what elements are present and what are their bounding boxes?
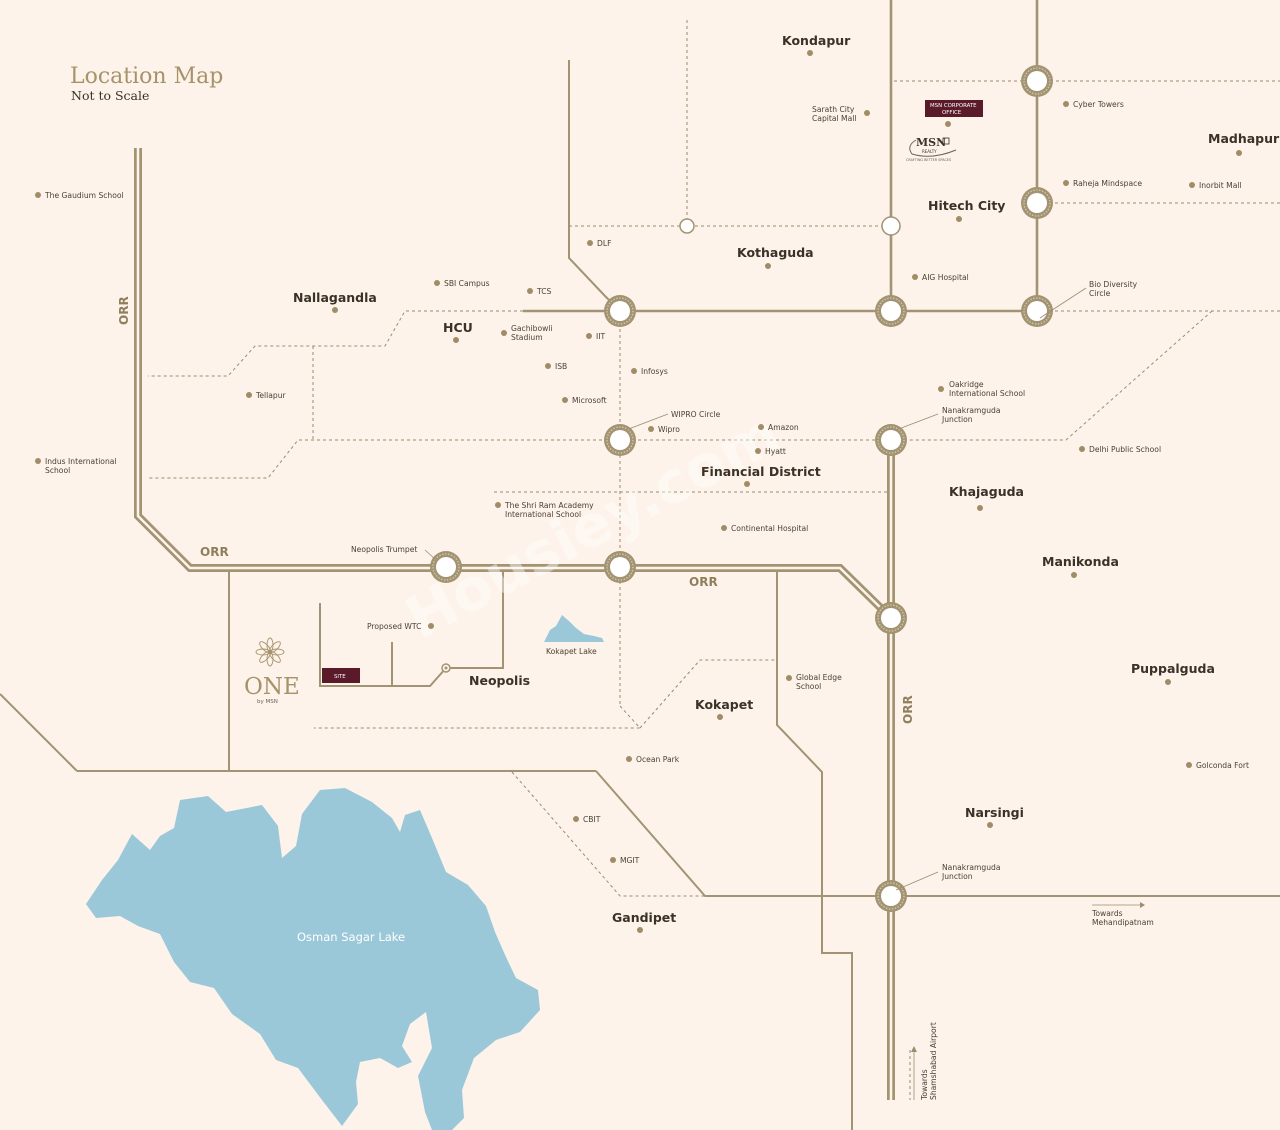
place-kokapet-lake: Kokapet Lake (546, 647, 597, 656)
site-badge-label: SITE (334, 674, 346, 680)
svg-text:REALTY: REALTY (922, 149, 937, 154)
place-bio-diversity-line2: Circle (1089, 289, 1111, 298)
place-cyber-towers: Cyber Towers (1073, 100, 1124, 109)
place-delhi-public-school: Delhi Public School (1089, 445, 1161, 454)
area-kokapet: Kokapet (695, 697, 753, 712)
place-bio-diversity-line1: Bio Diversity (1089, 280, 1138, 289)
place-airport-line2: Shamshabad Airport (929, 1022, 938, 1100)
orr-label-south: ORR (200, 545, 229, 559)
place-mehandipatnam-line2: Mehandipatnam (1092, 918, 1154, 927)
msn-realty-logo: MSN REALTY CRAFTING BETTER SPACES (906, 136, 957, 162)
place-nanakramguda1-line1: Nanakramguda (942, 406, 1000, 415)
corporate-office-badge-line1: MSN CORPORATE (930, 103, 977, 109)
place-sbi-campus: SBI Campus (444, 279, 490, 288)
place-mehandipatnam-line1: Towards (1091, 909, 1123, 918)
place-wipro-circle: WIPRO Circle (671, 410, 721, 419)
place-nanakramguda2-line2: Junction (941, 872, 973, 881)
svg-text:ONE: ONE (244, 674, 300, 700)
area-nallagandla: Nallagandla (293, 290, 377, 305)
place-indus-line1: Indus International (45, 457, 117, 466)
orr-label-east: ORR (901, 695, 915, 724)
area-neopolis: Neopolis (469, 673, 530, 688)
place-ocean-park: Ocean Park (636, 755, 680, 764)
map-title: Location Map (70, 64, 223, 89)
svg-text:MSN: MSN (916, 136, 946, 149)
area-hitech-city: Hitech City (928, 198, 1005, 213)
place-shri-ram-line2: International School (505, 510, 581, 519)
place-nanakramguda1-line2: Junction (941, 415, 973, 424)
place-wipro: Wipro (658, 425, 680, 434)
place-tellapur: Tellapur (255, 391, 287, 400)
place-proposed-wtc: Proposed WTC (367, 622, 421, 631)
place-continental-hospital: Continental Hospital (731, 524, 808, 533)
area-narsingi: Narsingi (965, 805, 1024, 820)
place-aig-hospital: AIG Hospital (922, 273, 969, 282)
place-sarath-city-line2: Capital Mall (812, 114, 856, 123)
place-oakridge-line1: Oakridge (949, 380, 984, 389)
place-labels: Sarath City Capital Mall Cyber Towers Ra… (35, 100, 1249, 1101)
place-gachibowli-line1: Gachibowli (511, 324, 553, 333)
kokapet-lake-shape (544, 615, 604, 642)
map-subtitle: Not to Scale (71, 88, 149, 103)
place-nanakramguda2-line1: Nanakramguda (942, 863, 1000, 872)
place-sarath-city-line1: Sarath City (812, 105, 855, 114)
place-inorbit-mall: Inorbit Mall (1199, 181, 1242, 190)
place-global-edge-line2: School (796, 682, 821, 691)
place-cbit: CBIT (583, 815, 601, 824)
place-tcs: TCS (536, 287, 551, 296)
place-hyatt: Hyatt (765, 447, 786, 456)
place-gachibowli-line2: Stadium (511, 333, 543, 342)
place-microsoft: Microsoft (572, 396, 607, 405)
area-manikonda: Manikonda (1042, 554, 1119, 569)
area-hcu: HCU (443, 320, 473, 335)
one-by-msn-logo: ONE by MSN (244, 637, 300, 705)
place-global-edge-line1: Global Edge (796, 673, 842, 682)
place-amazon: Amazon (768, 423, 799, 432)
area-kondapur: Kondapur (782, 33, 851, 48)
area-khajaguda: Khajaguda (949, 484, 1024, 499)
place-airport-line1: Towards (920, 1069, 929, 1101)
site-badge (322, 668, 360, 683)
svg-text:CRAFTING BETTER SPACES: CRAFTING BETTER SPACES (906, 158, 951, 162)
area-financial-district: Financial District (701, 464, 821, 479)
place-isb: ISB (555, 362, 567, 371)
place-iit: IIT (596, 332, 605, 341)
place-raheja-mindspace: Raheja Mindspace (1073, 179, 1142, 188)
place-mgit: MGIT (620, 856, 640, 865)
svg-text:by MSN: by MSN (257, 699, 278, 705)
osman-sagar-lake-label: Osman Sagar Lake (297, 930, 405, 944)
area-gandipet: Gandipet (612, 910, 676, 925)
area-labels: Kondapur Madhapur Hitech City Kothaguda … (293, 33, 1280, 933)
osman-sagar-lake-shape (86, 788, 540, 1130)
place-neopolis-trumpet: Neopolis Trumpet (351, 545, 417, 554)
area-puppalguda: Puppalguda (1131, 661, 1215, 676)
junction-markers (430, 65, 1053, 912)
corporate-office-badge (925, 100, 983, 117)
orr-label-west: ORR (117, 296, 131, 325)
place-shri-ram-line1: The Shri Ram Academy (504, 501, 594, 510)
area-kothaguda: Kothaguda (737, 245, 814, 260)
place-indus-line2: School (45, 466, 70, 475)
area-madhapur: Madhapur (1208, 131, 1280, 146)
corporate-office-badge-line2: OFFICE (942, 110, 962, 116)
place-gaudium-school: The Gaudium School (44, 191, 124, 200)
place-infosys: Infosys (641, 367, 668, 376)
place-oakridge-line2: International School (949, 389, 1025, 398)
place-golconda-fort: Golconda Fort (1196, 761, 1249, 770)
orr-label-mid: ORR (689, 575, 718, 589)
place-dlf: DLF (597, 239, 611, 248)
